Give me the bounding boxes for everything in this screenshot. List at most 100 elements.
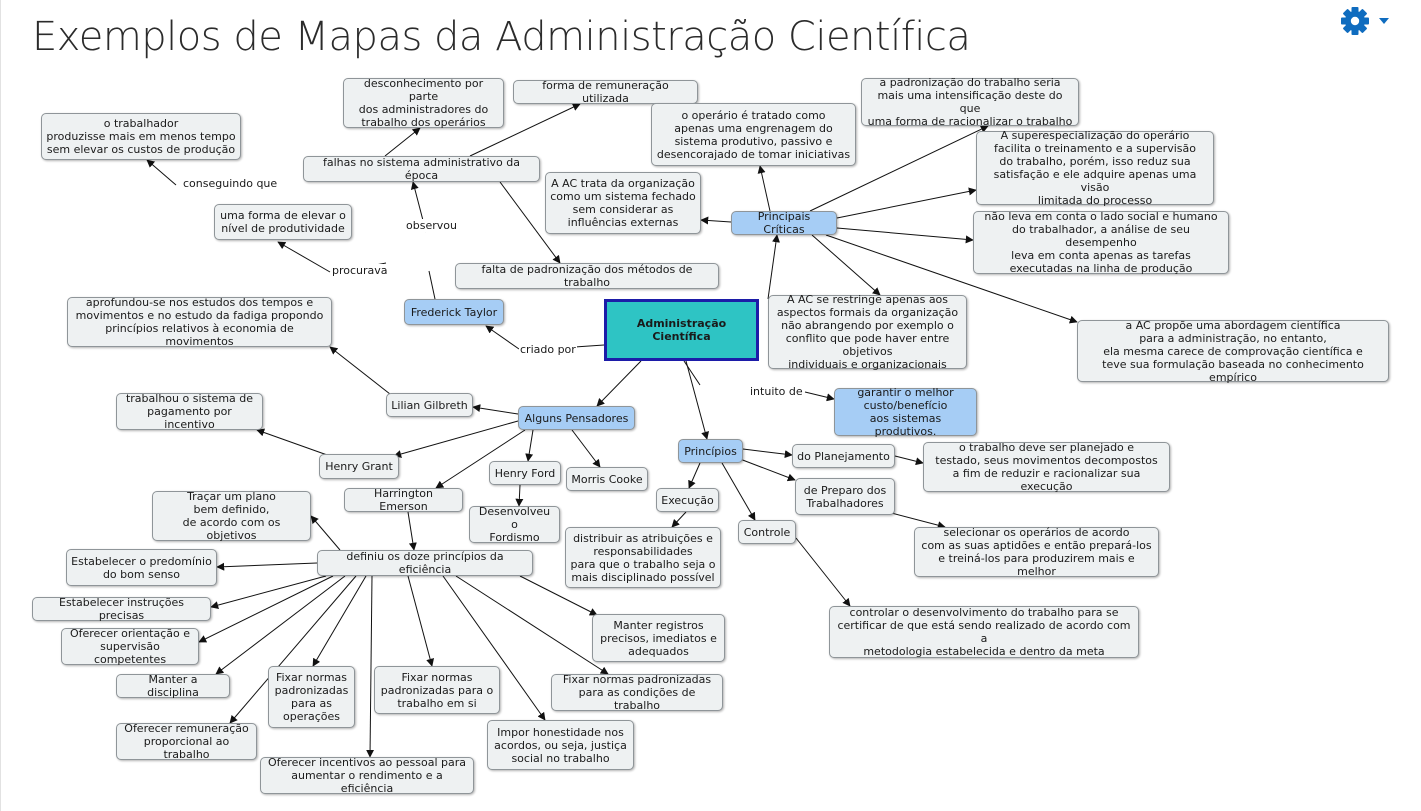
connector-line bbox=[198, 575, 334, 643]
connector-line bbox=[435, 429, 526, 489]
connector-line bbox=[688, 462, 701, 489]
node-falta-padronizacao[interactable]: falta de padronização dos métodos de tra… bbox=[455, 263, 719, 289]
node-controle-texto[interactable]: controlar o desenvolvimento do trabalho … bbox=[829, 606, 1139, 658]
link-label-observou: observou bbox=[405, 219, 458, 232]
node-orientacao[interactable]: Oferecer orientação e supervisão compete… bbox=[61, 627, 199, 666]
connector-line bbox=[210, 575, 327, 609]
node-principios[interactable]: Princípios bbox=[678, 439, 743, 463]
node-lilian-gilbreth[interactable]: Lilian Gilbreth bbox=[386, 393, 473, 417]
node-execucao[interactable]: Execução bbox=[656, 488, 719, 512]
connector-line bbox=[757, 165, 771, 212]
node-preparo[interactable]: de Preparo dos Trabalhadores bbox=[795, 478, 895, 515]
page-left-border bbox=[0, 0, 1, 811]
node-remuneracao-proporcional[interactable]: Oferecer remuneração proporcional ao tra… bbox=[116, 722, 257, 761]
node-tracar-plano[interactable]: Traçar um plano bem definido, de acordo … bbox=[152, 490, 311, 542]
caret-down-icon bbox=[1378, 17, 1390, 25]
connector-line bbox=[836, 187, 977, 219]
node-fordismo[interactable]: Desenvolveu o Fordismo bbox=[469, 505, 560, 544]
connector-line bbox=[428, 270, 436, 300]
node-planejamento[interactable]: do Planejamento bbox=[792, 444, 895, 468]
node-planejado-texto[interactable]: o trabalho deve ser planejado e testado,… bbox=[923, 441, 1170, 493]
connector-line bbox=[894, 455, 924, 466]
node-henry-ford[interactable]: Henry Ford bbox=[489, 461, 561, 485]
node-normas-condicoes[interactable]: Fixar normas padronizadas para as condiç… bbox=[551, 673, 723, 712]
node-sistema-fechado[interactable]: A AC trata da organização como um sistem… bbox=[545, 172, 701, 234]
node-normas-trabalho[interactable]: Fixar normas padronizadas para o trabalh… bbox=[374, 666, 500, 714]
node-morris-cooke[interactable]: Morris Cooke bbox=[566, 467, 648, 491]
connector-line bbox=[596, 360, 642, 407]
node-alguns-pensadores[interactable]: Alguns Pensadores bbox=[518, 406, 635, 430]
node-center[interactable]: Administração Científica bbox=[604, 299, 759, 361]
node-harrington-emerson[interactable]: Harrington Emerson bbox=[344, 487, 463, 513]
connector-line bbox=[146, 159, 177, 186]
link-label-procurava: procurava bbox=[331, 264, 389, 277]
node-execucao-texto[interactable]: distribuir as atribuições e responsabili… bbox=[565, 527, 721, 588]
connector-line bbox=[215, 575, 346, 675]
connector-line bbox=[739, 458, 796, 482]
link-label-intuito-de: intuito de bbox=[749, 385, 804, 398]
connector-line bbox=[407, 511, 417, 551]
node-custo-beneficio[interactable]: garantir o melhor custo/benefício aos si… bbox=[834, 386, 977, 438]
connector-line bbox=[809, 125, 989, 212]
node-intensificacao[interactable]: a padronização do trabalho seria mais um… bbox=[861, 76, 1079, 128]
node-controle[interactable]: Controle bbox=[738, 520, 796, 544]
page-title: Exemplos de Mapas da Administração Cient… bbox=[32, 14, 971, 60]
connector-line bbox=[310, 515, 341, 551]
node-normas-operacoes[interactable]: Fixar normas padronizadas para as operaç… bbox=[268, 666, 355, 728]
connector-line bbox=[519, 575, 598, 616]
node-superespecializacao[interactable]: A superespecialização do operário facili… bbox=[976, 129, 1214, 207]
connector-line bbox=[825, 234, 1078, 324]
connector-line bbox=[277, 241, 331, 273]
connector-line bbox=[721, 462, 756, 521]
node-doze-principios[interactable]: definiu os doze princípios da eficiência bbox=[317, 550, 533, 576]
node-bom-senso[interactable]: Estabelecer o predomínio do bom senso bbox=[66, 549, 217, 586]
node-henry-grant[interactable]: Henry Grant bbox=[319, 454, 399, 479]
connector-line bbox=[485, 325, 520, 350]
node-incentivo[interactable]: trabalhou o sistema de pagamento por inc… bbox=[116, 392, 263, 431]
connector-line bbox=[515, 484, 524, 507]
node-remuneracao-utilizada[interactable]: forma de remuneração utilizada bbox=[513, 79, 698, 105]
connector-line bbox=[229, 575, 357, 724]
connector-line bbox=[366, 575, 375, 758]
connector-line bbox=[256, 428, 331, 457]
settings-menu-button[interactable] bbox=[1338, 3, 1402, 39]
connector-line bbox=[525, 429, 534, 462]
connector-line bbox=[795, 537, 851, 607]
node-elevar-produtividade[interactable]: uma forma de elevar o nível de produtivi… bbox=[214, 204, 352, 240]
connector-line bbox=[811, 234, 881, 296]
node-frederick-taylor[interactable]: Frederick Taylor bbox=[404, 299, 504, 325]
node-disciplina[interactable]: Manter a disciplina bbox=[116, 673, 230, 699]
connector-line bbox=[455, 575, 609, 675]
node-lado-social[interactable]: não leva em conta o lado social e humano… bbox=[973, 210, 1229, 275]
connector-line bbox=[407, 575, 435, 667]
node-engrenagem[interactable]: o operário é tratado como apenas uma eng… bbox=[651, 103, 856, 166]
node-trabalhador[interactable]: o trabalhador produzisse mais em menos t… bbox=[41, 113, 241, 160]
gear-icon bbox=[1338, 4, 1372, 38]
connector-line bbox=[312, 575, 367, 667]
connector-line bbox=[700, 216, 732, 225]
node-abordagem-cientifica[interactable]: a AC propõe uma abordagem científica par… bbox=[1077, 319, 1389, 384]
link-label-criado-por: criado por bbox=[519, 343, 577, 356]
node-principais-criticas[interactable]: Principais Críticas bbox=[731, 210, 837, 236]
connector-line bbox=[393, 420, 519, 458]
connector-line bbox=[216, 562, 318, 571]
connector-line bbox=[384, 127, 421, 157]
connector-line bbox=[685, 360, 709, 440]
connector-line bbox=[804, 391, 835, 402]
node-registros[interactable]: Manter registros precisos, imediatos e a… bbox=[592, 614, 725, 662]
node-aprofundou[interactable]: aprofundou-se nos estudos dos tempos e m… bbox=[67, 296, 332, 348]
node-desconhecimento[interactable]: desconhecimento por parte dos administra… bbox=[343, 77, 504, 129]
node-falhas[interactable]: falhas no sistema administrativo da époc… bbox=[303, 156, 540, 182]
node-honestidade[interactable]: Impor honestidade nos acordos, ou seja, … bbox=[487, 720, 634, 770]
connector-line bbox=[472, 404, 519, 415]
node-preparo-texto[interactable]: selecionar os operários de acordo com as… bbox=[914, 526, 1159, 578]
connector-line bbox=[767, 234, 780, 300]
link-label-conseguindo-que: conseguindo que bbox=[182, 177, 279, 190]
node-aspectos-formais[interactable]: A AC se restringe apenas aos aspectos fo… bbox=[768, 293, 967, 371]
connector-line bbox=[469, 103, 581, 157]
connector-line bbox=[742, 448, 793, 459]
node-instrucoes[interactable]: Estabelecer instruções precisas bbox=[32, 596, 211, 622]
node-incentivos-pessoal[interactable]: Oferecer incentivos ao pessoal para aume… bbox=[260, 756, 474, 795]
